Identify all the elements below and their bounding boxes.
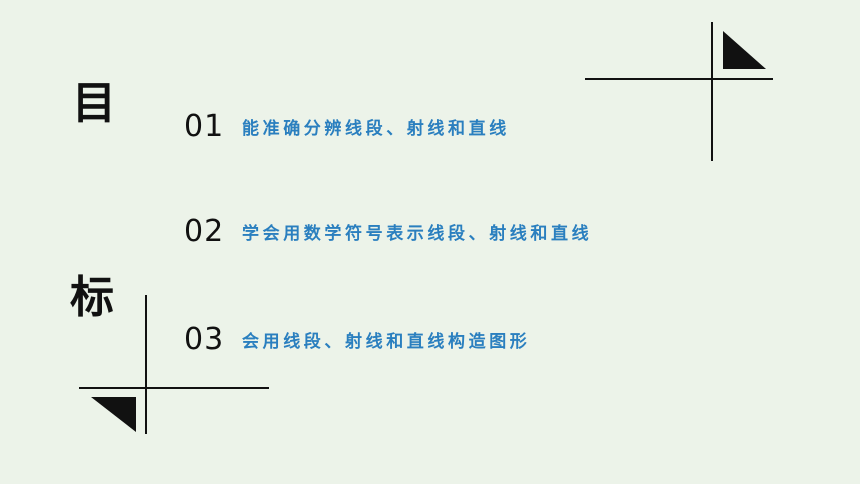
goal-number: 02	[184, 213, 225, 249]
goal-text: 学会用数学符号表示线段、射线和直线	[242, 223, 593, 244]
goal-item-2: 02 学会用数学符号表示线段、射线和直线	[184, 211, 592, 251]
goal-text: 能准确分辨线段、射线和直线	[242, 118, 510, 139]
top-right-crosshair	[585, 22, 773, 161]
goal-item-3: 03 会用线段、射线和直线构造图形	[184, 319, 530, 359]
bottom-left-triangle	[91, 397, 136, 432]
title-char-biao: 标	[70, 272, 114, 323]
goal-number: 03	[184, 321, 225, 357]
top-right-triangle	[723, 31, 766, 69]
title-char-mu: 目	[72, 78, 116, 129]
goal-number: 01	[184, 108, 225, 144]
goal-text: 会用线段、射线和直线构造图形	[242, 331, 531, 352]
goal-item-1: 01 能准确分辨线段、射线和直线	[184, 106, 510, 146]
